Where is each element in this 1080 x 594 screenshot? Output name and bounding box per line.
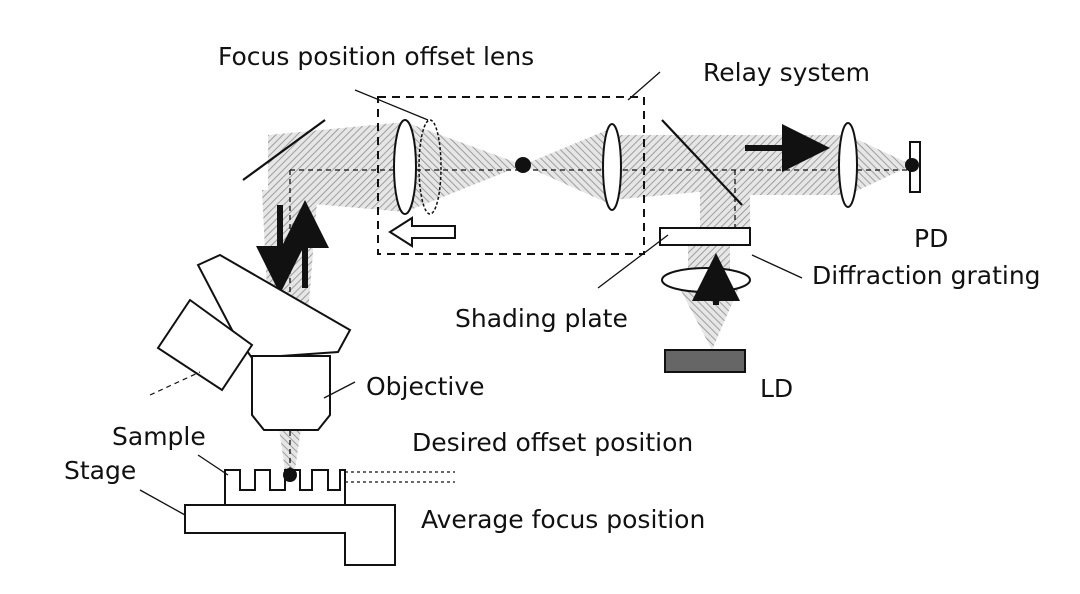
relay-system-box	[377, 96, 645, 255]
sample-comb	[224, 469, 346, 506]
offset-lens-shifted	[418, 119, 442, 215]
offset-guide-lines	[345, 471, 455, 483]
focal-point	[515, 157, 531, 173]
beam-down-grating	[700, 190, 750, 228]
left-mirror	[242, 119, 326, 181]
offset-lens	[393, 119, 417, 215]
label-sample: Sample	[112, 422, 206, 451]
label-shading-plate: Shading plate	[455, 304, 628, 333]
objective-leader	[323, 381, 356, 399]
ld-lens	[661, 267, 751, 293]
label-average-focus-position: Average focus position	[421, 505, 706, 534]
label-desired-offset-position: Desired offset position	[412, 428, 694, 457]
right-mirror	[661, 119, 743, 206]
sample-leader	[197, 454, 229, 476]
objective-lens-body	[251, 355, 331, 431]
hollow-arrow-left	[388, 216, 456, 248]
sample-focus-spot	[283, 468, 297, 482]
viewing-tube	[149, 253, 352, 396]
label-objective: Objective	[366, 372, 485, 401]
stage-leader	[139, 489, 186, 516]
beam-converge	[405, 122, 523, 212]
shading-leader	[597, 234, 669, 289]
diffraction-grating-plate	[659, 227, 751, 246]
beam-ld-upper	[688, 245, 730, 270]
beam-to-pd	[848, 135, 912, 195]
label-ld: LD	[760, 374, 794, 403]
label-relay-system: Relay system	[703, 58, 871, 87]
label-pd: PD	[914, 224, 949, 253]
beam-to-right-mirror	[612, 135, 720, 200]
grating-leader	[751, 254, 803, 279]
label-stage: Stage	[64, 456, 137, 485]
ld-source	[664, 349, 746, 373]
relay-leader	[627, 71, 661, 101]
label-diffraction-grating: Diffraction grating	[812, 261, 1041, 290]
beam-diverge	[523, 128, 612, 205]
offset-lens-leader	[354, 89, 429, 121]
label-focus-offset-lens: Focus position offset lens	[218, 42, 535, 71]
beam-left-to-lens	[268, 122, 405, 212]
pd-lens	[838, 122, 858, 208]
stage-body	[184, 504, 396, 566]
beam-ld	[678, 285, 740, 350]
relay-lens	[602, 123, 622, 211]
pd-spot	[905, 158, 919, 172]
light-beams	[262, 122, 912, 470]
